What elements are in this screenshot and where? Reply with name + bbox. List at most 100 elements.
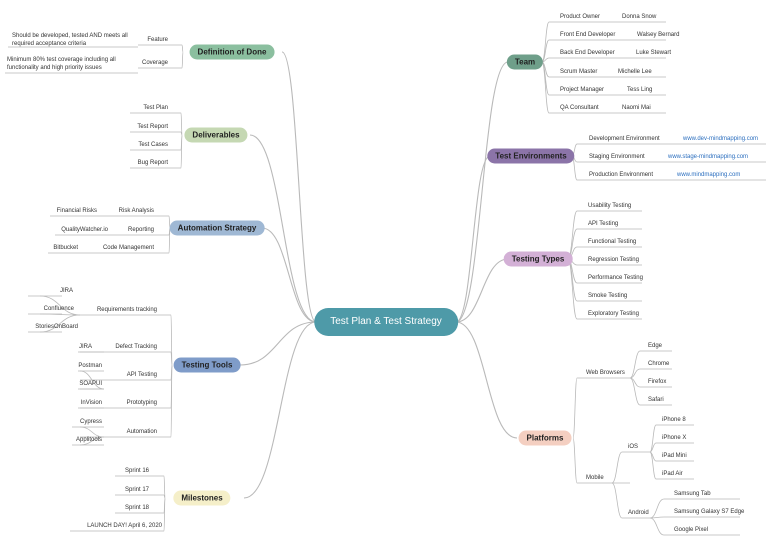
topic-automation-strategy[interactable]: Automation Strategy — [169, 220, 265, 236]
connector-line — [455, 61, 509, 323]
leaf-postman[interactable]: Postman — [78, 363, 102, 369]
leaf-soapui[interactable]: SOAPUI — [79, 381, 102, 387]
testing-type-item[interactable]: Performance Testing — [588, 275, 643, 281]
connector-line — [180, 134, 183, 169]
subtopic-risk-analysis[interactable]: Risk Analysis — [118, 208, 154, 214]
android-device-item[interactable]: Samsung Galaxy S7 Edge — [674, 509, 745, 515]
subtopic-web-browsers[interactable]: Web Browsers — [586, 370, 625, 376]
connector-line — [649, 424, 657, 453]
subtopic-code-management[interactable]: Code Management — [102, 245, 154, 251]
connector-line — [181, 44, 184, 53]
topic-test-environments[interactable]: Test Environments — [487, 148, 575, 164]
connector-line — [572, 437, 578, 484]
browser-item[interactable]: Chrome — [648, 361, 670, 367]
topic-deliverables[interactable]: Deliverables — [184, 127, 248, 143]
topic-testing-tools[interactable]: Testing Tools — [173, 357, 241, 373]
deliverable-item[interactable]: Test Cases — [138, 142, 168, 148]
connector-line — [649, 516, 665, 519]
environment-url-link[interactable]: www.mindmapping.com — [677, 172, 741, 178]
leaf-applitools[interactable]: Applitools — [75, 437, 102, 443]
leaf-qualitywatcher[interactable]: QualityWatcher.io — [61, 227, 108, 233]
subtopic-feature[interactable]: Feature — [147, 37, 168, 43]
environment-name[interactable]: Staging Environment — [589, 154, 645, 160]
environment-name[interactable]: Production Environment — [589, 172, 654, 178]
testing-type-item[interactable]: Functional Testing — [588, 239, 637, 245]
leaf-confluence[interactable]: Confluence — [43, 306, 74, 312]
connector-line — [629, 368, 641, 379]
team-member[interactable]: Tess Ling — [627, 87, 653, 93]
ios-device-item[interactable]: iPad Mini — [662, 453, 687, 459]
milestone-item[interactable]: Sprint 16 — [124, 468, 149, 474]
milestone-item[interactable]: Sprint 18 — [124, 505, 149, 511]
leaf-jira[interactable]: JIRA — [78, 344, 92, 350]
subtopic-requirements-tracking[interactable]: Requirements tracking — [96, 307, 157, 313]
connector-line — [567, 258, 578, 302]
ios-device-item[interactable]: iPad Air — [662, 471, 683, 477]
testing-type-item[interactable]: Usability Testing — [588, 203, 632, 209]
leaf-storiesonboard[interactable]: StoriesOnBoard — [35, 324, 78, 330]
leaf-financial-risks[interactable]: Financial Risks — [56, 208, 97, 214]
team-member[interactable]: Naomi Mai — [622, 105, 651, 111]
testing-type-item[interactable]: Smoke Testing — [588, 293, 628, 299]
ios-device-item[interactable]: iPhone 8 — [662, 417, 686, 423]
topic-testing-types[interactable]: Testing Types — [503, 251, 573, 267]
connector-line — [281, 51, 317, 323]
deliverable-item[interactable]: Bug Report — [137, 160, 168, 166]
team-role[interactable]: Product Owner — [560, 14, 601, 20]
subtopic-prototyping[interactable]: Prototyping — [126, 400, 157, 406]
topic-definition-of-done[interactable]: Definition of Done — [189, 44, 275, 60]
connector-line — [455, 321, 518, 439]
environment-url-link[interactable]: www.stage-mindmapping.com — [668, 154, 749, 160]
browser-item[interactable]: Firefox — [648, 379, 667, 385]
environment-url-link[interactable]: www.dev-mindmapping.com — [683, 136, 759, 142]
topic-milestones[interactable]: Milestones — [173, 490, 231, 506]
subtopic-api-testing[interactable]: API Testing — [126, 372, 157, 378]
topic-team[interactable]: Team — [506, 54, 544, 70]
team-role[interactable]: Back End Developer — [560, 50, 615, 56]
connector-line — [541, 21, 550, 63]
android-device-item[interactable]: Samsung Tab — [674, 491, 711, 497]
team-member[interactable]: Luke Stewart — [636, 50, 672, 56]
subtopic-coverage[interactable]: Coverage — [141, 60, 168, 66]
ios-device-item[interactable]: iPhone X — [662, 435, 687, 441]
leaf-bitbucket[interactable]: Bitbucket — [53, 245, 78, 251]
browser-item[interactable]: Safari — [648, 397, 664, 403]
milestone-item[interactable]: Sprint 17 — [124, 487, 149, 493]
team-role[interactable]: QA Consultant — [560, 105, 599, 111]
milestone-item[interactable]: LAUNCH DAY! April 6, 2020 — [87, 523, 162, 529]
deliverable-item[interactable]: Test Plan — [143, 105, 168, 111]
subtopic-mobile[interactable]: Mobile — [586, 475, 604, 481]
subtopic-automation[interactable]: Automation — [126, 429, 157, 435]
team-role[interactable]: Front End Developer — [560, 32, 616, 38]
browser-item[interactable]: Edge — [648, 343, 663, 349]
connector-line — [649, 442, 657, 453]
leaf-cypress[interactable]: Cypress — [79, 419, 102, 425]
connector-line — [455, 258, 509, 323]
testing-type-item[interactable]: API Testing — [588, 221, 619, 227]
android-device-item[interactable]: Google Pixel — [674, 527, 709, 533]
topic-platforms[interactable]: Platforms — [518, 430, 572, 446]
testing-type-item[interactable]: Regression Testing — [588, 257, 639, 263]
team-role[interactable]: Scrum Master — [560, 69, 598, 75]
subtopic-reporting[interactable]: Reporting — [127, 227, 154, 233]
environment-name[interactable]: Development Environment — [589, 136, 660, 142]
connector-line — [79, 370, 105, 390]
deliverable-item[interactable]: Test Report — [137, 124, 168, 130]
note-coverage[interactable]: Minimum 80% test coverage including all … — [7, 57, 116, 71]
testing-type-item[interactable]: Exploratory Testing — [588, 311, 639, 317]
connector-line — [649, 498, 665, 519]
team-role[interactable]: Project Manager — [560, 87, 605, 93]
subtopic-android[interactable]: Android — [628, 510, 649, 516]
note-feature[interactable]: Should be developed, tested AND meets al… — [12, 33, 128, 47]
team-member[interactable]: Walsey Bernard — [637, 32, 680, 38]
team-member[interactable]: Michelle Lee — [618, 69, 652, 75]
connector-line — [541, 61, 550, 114]
subtopic-ios[interactable]: iOS — [628, 444, 639, 450]
leaf-invision[interactable]: InVision — [80, 400, 102, 406]
subtopic-defect-tracking[interactable]: Defect Tracking — [115, 344, 157, 350]
leaf-jira[interactable]: JIRA — [59, 288, 73, 294]
team-member[interactable]: Donna Snow — [622, 14, 657, 20]
central-topic[interactable]: Test Plan & Test Strategy — [314, 308, 458, 336]
